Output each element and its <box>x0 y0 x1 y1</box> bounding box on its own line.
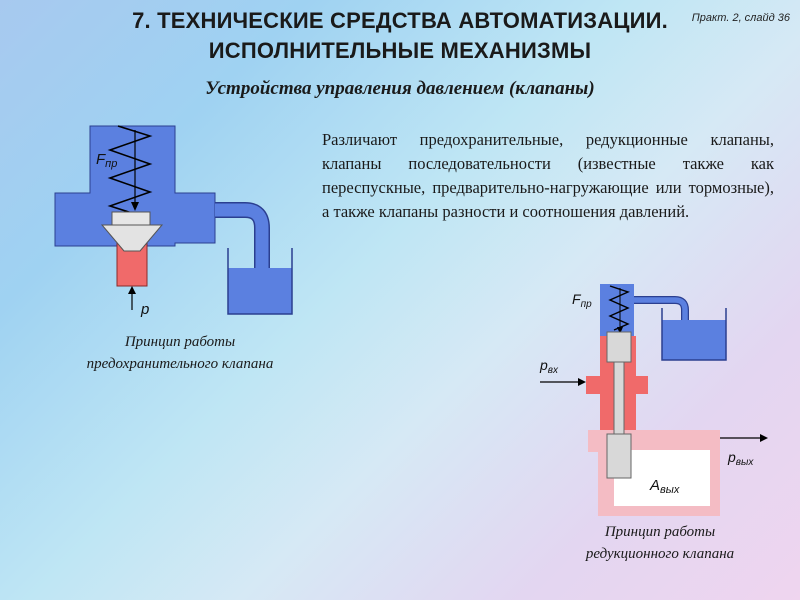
outlet-arrowhead <box>760 434 768 442</box>
spring-icon <box>107 125 153 215</box>
inlet-pressure-label: pвх <box>539 357 559 376</box>
force-arrowhead <box>617 327 623 334</box>
pressure-label: p <box>140 301 149 318</box>
inlet-arrowhead <box>578 378 586 386</box>
caption-reducing-valve-line2: редукционного клапана <box>585 546 735 562</box>
reducing-valve-diagram: Fпр pвх pвых Aвых <box>539 284 768 516</box>
caption-safety-valve-line2: предохранительного клапана <box>86 356 274 372</box>
force-label: Fпр <box>96 151 117 170</box>
area-label: Aвых <box>649 477 680 496</box>
force-label: Fпр <box>572 291 592 310</box>
drain-pipe-outline <box>634 296 689 320</box>
slide-reference: Практ. 2, слайд 36 <box>691 12 790 24</box>
spool-bottom <box>606 433 632 479</box>
tank-fluid <box>662 320 726 360</box>
spring-chamber <box>600 284 634 336</box>
tank-outline <box>227 248 293 315</box>
valve-stem <box>111 211 151 227</box>
outlet-pressure-label: pвых <box>727 449 754 468</box>
slide-title-line1: 7. ТЕХНИЧЕСКИЕ СРЕДСТВА АВТОМАТИЗАЦИИ. <box>132 8 668 33</box>
pressure-arrowhead <box>128 286 136 294</box>
spring-icon <box>608 285 630 331</box>
safety-valve-diagram: Fпр p <box>54 125 293 318</box>
outlet-pipe <box>215 203 269 268</box>
tank-fluid <box>228 268 292 314</box>
spool-top <box>606 331 632 363</box>
body-paragraph: Различают предохранительные, редукционны… <box>322 130 774 221</box>
tank-outline <box>661 308 727 361</box>
slide-title-line2: ИСПОЛНИТЕЛЬНЫЕ МЕХАНИЗМЫ <box>208 38 592 63</box>
slide-subtitle: Устройства управления давлением (клапаны… <box>205 78 595 99</box>
spool-stem <box>613 361 625 437</box>
caption-reducing-valve-line1: Принцип работы <box>604 524 716 540</box>
valve-cone <box>100 224 164 252</box>
caption-safety-valve-line1: Принцип работы <box>124 334 236 350</box>
force-arrowhead <box>131 202 139 211</box>
slide-title: 7. ТЕХНИЧЕСКИЕ СРЕДСТВА АВТОМАТИЗАЦИИ. И… <box>0 6 800 66</box>
caption-safety-valve: Принцип работы предохранительного клапан… <box>40 331 320 375</box>
drain-pipe <box>634 297 688 320</box>
caption-reducing-valve: Принцип работы редукционного клапана <box>540 521 780 565</box>
